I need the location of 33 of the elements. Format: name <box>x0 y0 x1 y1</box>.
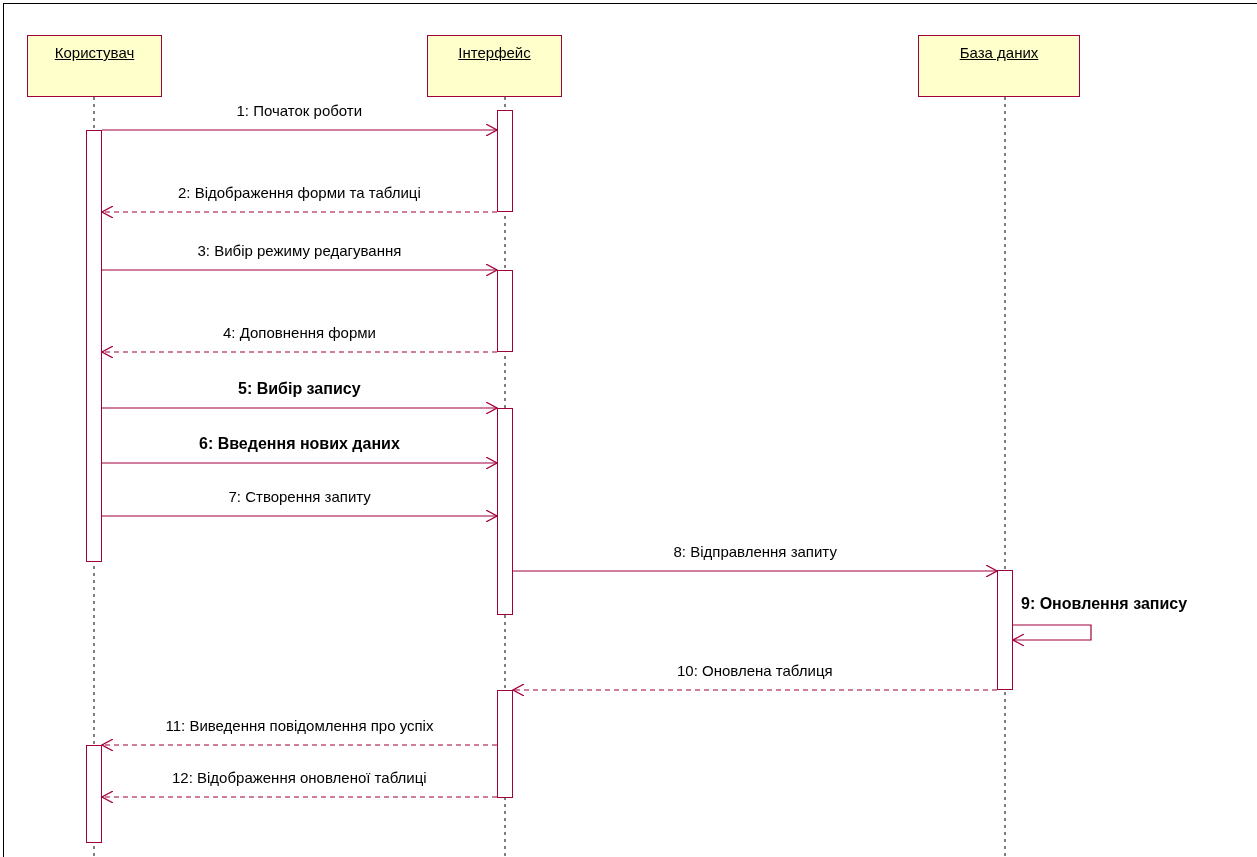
edge-label: 4: Доповнення форми <box>221 324 378 342</box>
activation-bar <box>86 130 102 562</box>
edge-label: 6: Введення нових даних <box>197 435 402 453</box>
return-arrow <box>101 790 498 804</box>
return-arrow <box>101 205 498 219</box>
edge-label: 1: Початок роботи <box>234 102 365 120</box>
activation-bar <box>497 408 513 615</box>
activation-bar <box>497 690 513 798</box>
object-box: База даних <box>918 35 1080 97</box>
edge-label: 8: Відправлення запиту <box>671 543 839 561</box>
message-arrow <box>101 123 498 137</box>
edge-label: 11: Виведення повідомлення про успіх <box>163 717 436 735</box>
activation-bar <box>497 110 513 212</box>
message-arrow <box>101 401 498 415</box>
message-arrow <box>101 456 498 470</box>
return-arrow <box>512 683 998 697</box>
message-arrow <box>101 509 498 523</box>
edge-label: 9: Оновлення запису <box>1019 595 1190 613</box>
edge-label: 12: Відображення оновленої таблиці <box>170 769 429 787</box>
return-arrow <box>101 345 498 359</box>
edge-label: 2: Відображення форми та таблиці <box>176 184 423 202</box>
activation-bar <box>497 270 513 352</box>
edge-label: 3: Вибір режиму редагування <box>195 242 404 260</box>
object-box: Користувач <box>27 35 162 97</box>
activation-bar <box>997 570 1013 690</box>
edge-label: 5: Вибір запису <box>236 380 363 398</box>
object-box: Інтерфейс <box>427 35 562 97</box>
message-arrow <box>512 564 998 578</box>
activation-bar <box>86 745 102 843</box>
self-message-arrow <box>1012 624 1092 647</box>
edge-label: 10: Оновлена таблиця <box>675 662 835 680</box>
message-arrow <box>101 263 498 277</box>
return-arrow <box>101 738 498 752</box>
